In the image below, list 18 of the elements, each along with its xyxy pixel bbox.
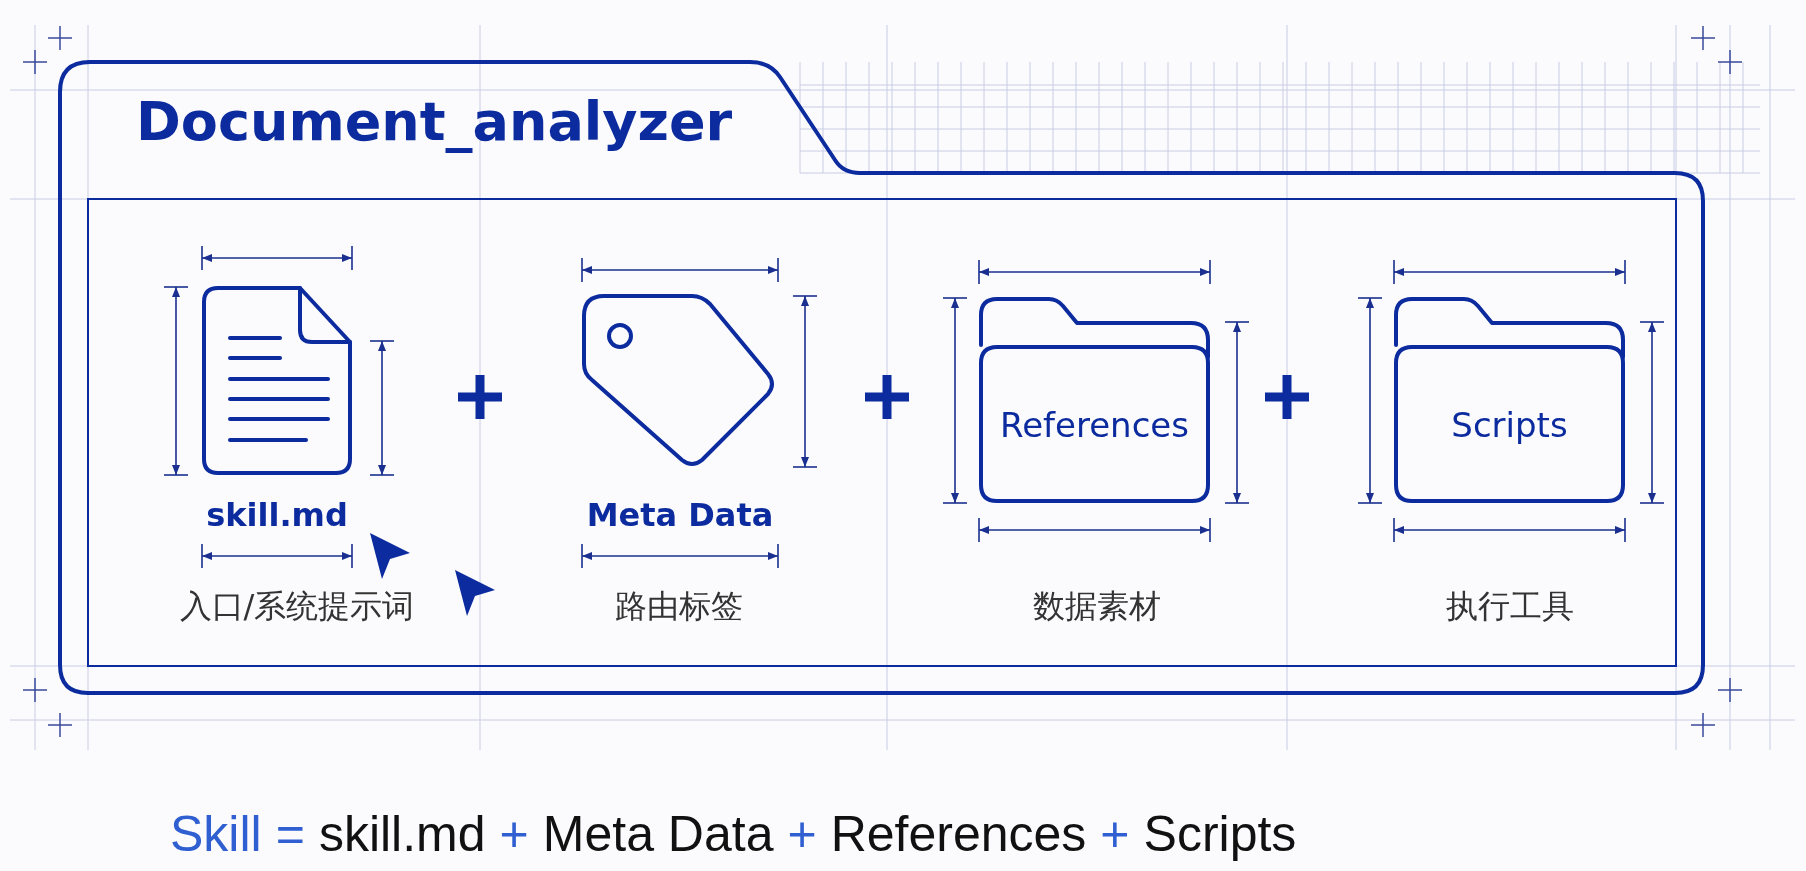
node-label: 数据素材 — [1032, 586, 1162, 627]
node-label: 执行工具 — [1445, 586, 1575, 627]
formula-term: References — [830, 806, 1087, 862]
formula-term: Scripts — [1143, 806, 1297, 862]
formula-term: Meta Data — [542, 806, 774, 862]
operator: + — [787, 806, 817, 862]
item-label: skill.md — [205, 496, 349, 535]
operator: = — [275, 806, 305, 862]
node-label: 路由标签 — [614, 586, 744, 627]
operator: + — [499, 806, 529, 862]
folder-label: References — [999, 405, 1190, 446]
folder-label: Scripts — [1450, 405, 1569, 446]
item-label: Meta Data — [585, 496, 775, 535]
node-label: 入口/系统提示词 — [178, 586, 416, 627]
folder-title: Document_analyzer — [136, 90, 733, 153]
formula-term: Skill — [170, 806, 262, 862]
operator: + — [1100, 806, 1130, 862]
formula-term: skill.md — [318, 806, 486, 862]
